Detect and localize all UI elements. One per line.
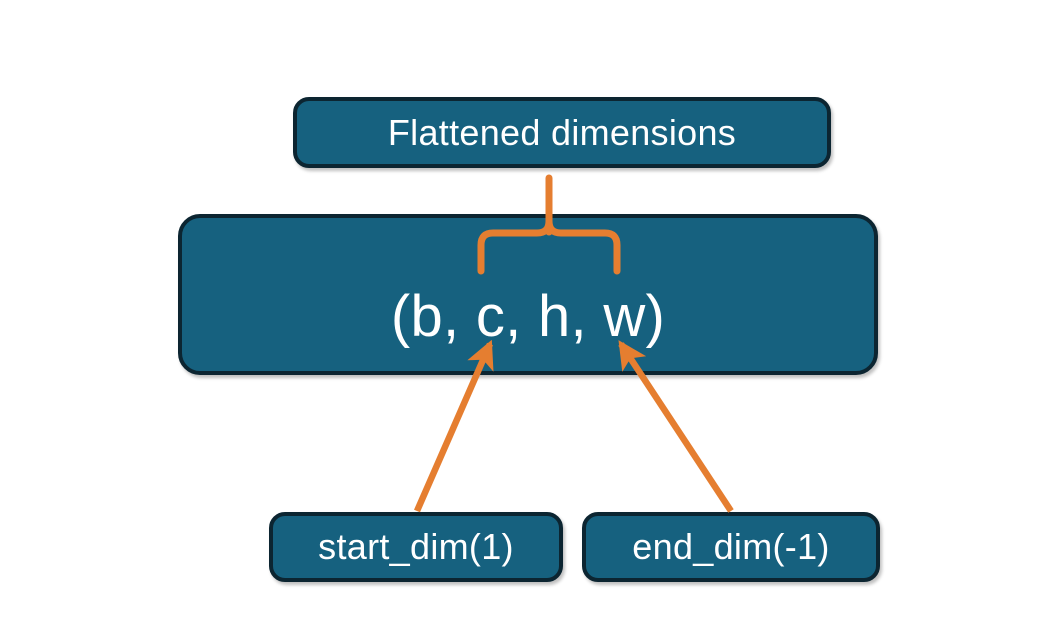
node-tensor-shape-tuple[interactable]: (b, c, h, w) (178, 214, 878, 375)
node-start-dim-label: start_dim(1) (318, 526, 514, 567)
node-flattened-dimensions-label: Flattened dimensions (387, 111, 737, 153)
node-flattened-dimensions[interactable]: Flattened dimensions (293, 97, 831, 168)
node-start-dim[interactable]: start_dim(1) (269, 512, 563, 582)
node-tensor-shape-tuple-label: (b, c, h, w) (390, 284, 666, 349)
node-end-dim-label: end_dim(-1) (632, 526, 830, 567)
node-end-dim[interactable]: end_dim(-1) (582, 512, 880, 582)
